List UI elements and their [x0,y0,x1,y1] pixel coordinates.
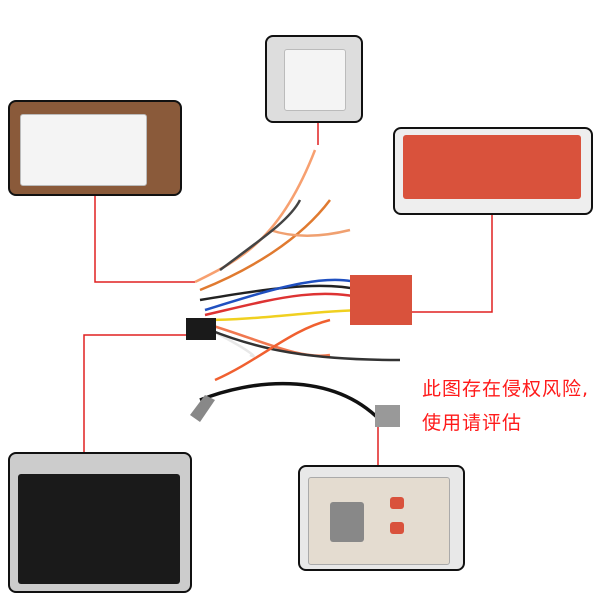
callout-lines [83,120,493,465]
panel-white-8pin [265,35,363,123]
panel-grey-connector [298,465,465,571]
antenna-plug [190,395,215,422]
watermark-line-2: 使用请评估 [422,412,523,434]
panel-black-16pin [8,452,192,593]
black-plug [186,318,216,340]
grey-plug [375,405,400,427]
watermark-line-1: 此图存在侵权风险, [422,378,590,400]
panel-white-20pin [8,100,182,196]
watermark-warning: 此图存在侵权风险, 使用请评估 [422,372,589,440]
red-module [350,275,412,325]
panel-red-connector [393,127,593,215]
